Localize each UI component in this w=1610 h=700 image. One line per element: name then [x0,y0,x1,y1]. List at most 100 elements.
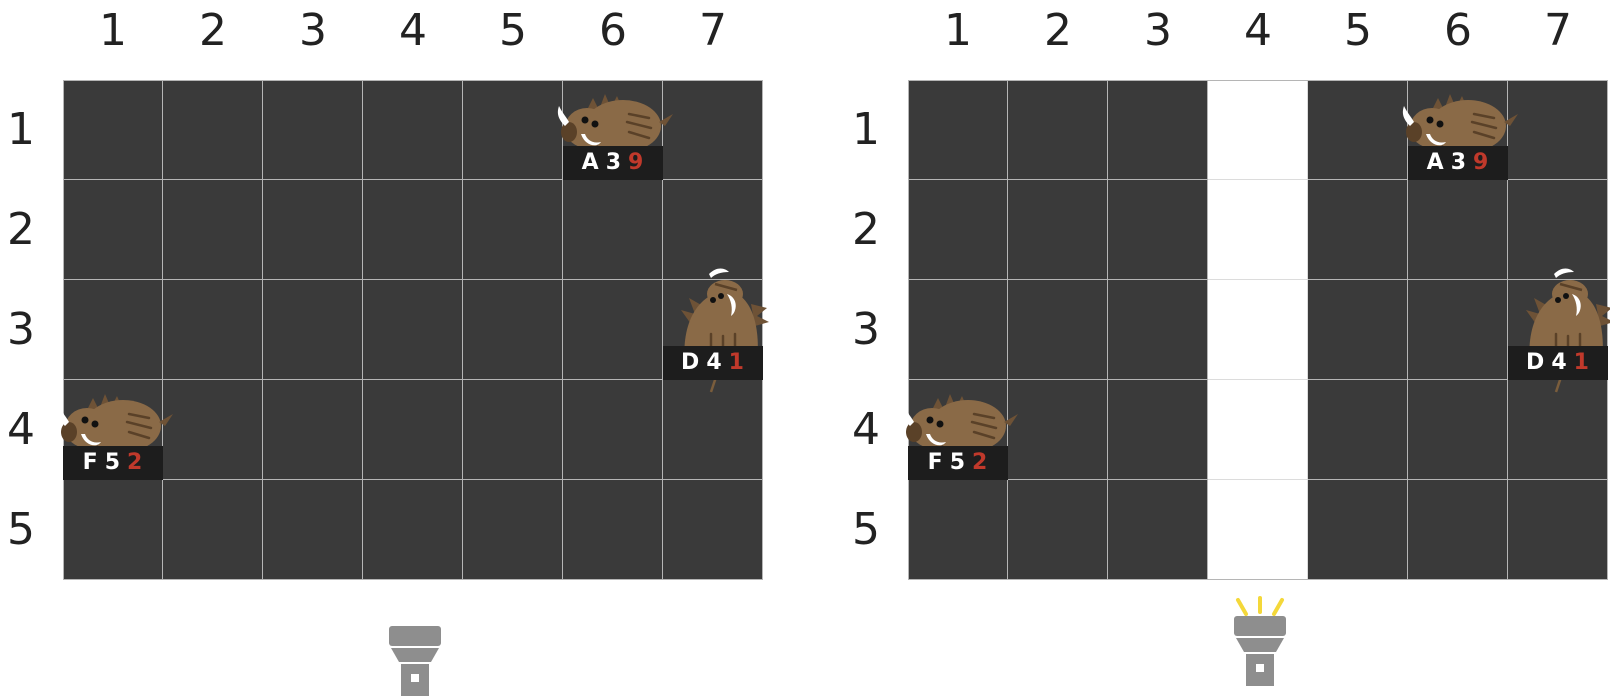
boar-speed: 5 [949,450,967,475]
grid-cell[interactable] [563,280,663,380]
column-label: 3 [1144,5,1172,56]
flashlight-off-icon[interactable] [375,596,455,696]
grid-cell[interactable] [1308,180,1408,280]
grid-cell[interactable] [463,480,563,580]
grid-cell[interactable] [1108,280,1208,380]
grid-cell[interactable] [1108,80,1208,180]
boar-id: F [927,450,944,475]
boar-id: D [681,350,701,375]
row-label: 5 [7,504,35,555]
grid-cell[interactable] [1508,380,1608,480]
grid-cell[interactable] [563,380,663,480]
grid-cell[interactable] [63,80,163,180]
grid-cell[interactable] [563,480,663,580]
grid-cell[interactable] [1308,480,1408,580]
column-label: 6 [1444,5,1472,56]
grid-cell[interactable] [163,280,263,380]
grid-cell[interactable] [663,380,763,480]
grid-cell-lit[interactable] [1208,180,1308,280]
grid-cell[interactable] [363,180,463,280]
grid-cell[interactable] [463,280,563,380]
column-label: 4 [399,5,427,56]
grid-cell[interactable] [163,80,263,180]
grid-cell[interactable] [463,180,563,280]
grid-cell[interactable] [908,480,1008,580]
column-label: 5 [1344,5,1372,56]
boar-side-icon [557,94,673,152]
flashlight-on-icon[interactable] [1220,586,1300,686]
grid-cell[interactable] [1508,480,1608,580]
boar-id: F [82,450,99,475]
grid-cell[interactable] [663,80,763,180]
boar-id: A [1426,150,1445,175]
column-label: 2 [1044,5,1072,56]
grid-cell[interactable] [163,480,263,580]
grid-cell[interactable] [1408,480,1508,580]
grid-cell[interactable] [908,180,1008,280]
grid-cell[interactable] [1008,280,1108,380]
grid-cell[interactable] [363,380,463,480]
grid-cell[interactable] [908,280,1008,380]
grid-cell-lit[interactable] [1208,380,1308,480]
grid-cell[interactable] [1108,180,1208,280]
grid-cell[interactable] [1008,80,1108,180]
boar-hp: 9 [628,150,645,175]
boar-speed: 4 [706,350,723,375]
row-label: 3 [852,304,880,355]
grid-cell[interactable] [1308,80,1408,180]
grid-cell[interactable] [1008,180,1108,280]
boar-speed: 3 [1450,150,1468,175]
grid-cell[interactable] [263,180,363,280]
grid-cell[interactable] [1108,380,1208,480]
grid-cell[interactable] [1308,280,1408,380]
grid-cell[interactable] [1308,380,1408,480]
grid-cell-lit[interactable] [1208,480,1308,580]
boar-hp: 1 [1573,350,1590,375]
grid-cell-lit[interactable] [1208,80,1308,180]
boar-hp: 2 [127,450,144,475]
grid-cell[interactable] [463,380,563,480]
row-label: 3 [7,304,35,355]
grid-cell[interactable] [1408,280,1508,380]
grid-cell[interactable] [363,480,463,580]
grid-cell[interactable] [1008,480,1108,580]
grid-cell[interactable] [563,180,663,280]
grid-cell-lit[interactable] [1208,280,1308,380]
grid-cell[interactable] [263,280,363,380]
row-label: 1 [7,104,35,155]
grid-cell[interactable] [363,280,463,380]
row-label: 4 [7,404,35,455]
grid-cell[interactable] [1108,480,1208,580]
grid-cell[interactable] [63,280,163,380]
grid-cell[interactable] [263,80,363,180]
grid-cell[interactable] [1508,80,1608,180]
grid-cell[interactable] [363,80,463,180]
grid-cell[interactable] [263,380,363,480]
grid-cell[interactable] [1008,380,1108,480]
grid-cell[interactable] [1408,180,1508,280]
grid-cell[interactable] [63,180,163,280]
column-label: 7 [699,5,727,56]
grid-cell[interactable] [163,380,263,480]
grid-cell[interactable] [163,180,263,280]
grid-cell[interactable] [663,480,763,580]
grid-cell[interactable] [463,80,563,180]
boar-side-icon [1402,94,1518,152]
boar-hp: 2 [972,450,989,475]
grid-cell[interactable] [908,80,1008,180]
grid-cell[interactable] [1408,380,1508,480]
grid-cell[interactable] [263,480,363,580]
grid-cell[interactable] [63,480,163,580]
